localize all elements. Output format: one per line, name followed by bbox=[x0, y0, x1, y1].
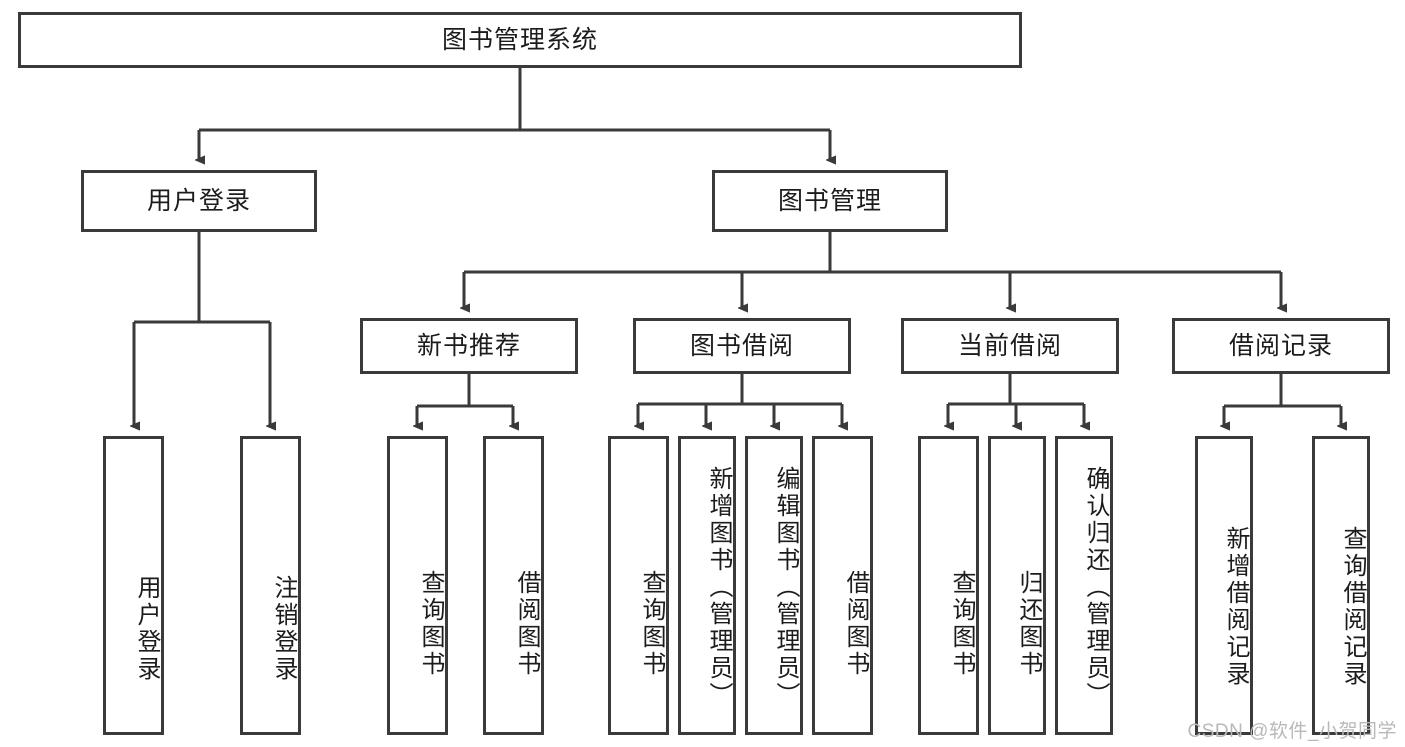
node-label: 归还图书 bbox=[1015, 569, 1042, 678]
leaf-query-borrow-record[interactable]: 查询借阅记录 bbox=[1312, 436, 1370, 735]
node-label: 查询图书 bbox=[948, 569, 975, 678]
leaf-query-book-1[interactable]: 查询图书 bbox=[387, 436, 448, 735]
node-label: 图书管理 bbox=[777, 187, 882, 215]
node-label: 查询图书 bbox=[417, 569, 444, 678]
node-label: 图书借阅 bbox=[689, 332, 794, 360]
node-current-borrow[interactable]: 当前借阅 bbox=[901, 318, 1119, 374]
node-label: 借阅图书 bbox=[513, 569, 540, 678]
leaf-confirm-return-admin[interactable]: 确认归还（管理员） bbox=[1055, 436, 1113, 735]
node-label: 借阅记录 bbox=[1228, 332, 1333, 360]
leaf-borrow-book-1[interactable]: 借阅图书 bbox=[483, 436, 544, 735]
node-label: 查询借阅记录 bbox=[1339, 525, 1366, 688]
node-label: 用户登录 bbox=[133, 574, 160, 683]
leaf-return-book[interactable]: 归还图书 bbox=[988, 436, 1046, 735]
node-book-borrow[interactable]: 图书借阅 bbox=[633, 318, 851, 374]
leaf-add-borrow-record[interactable]: 新增借阅记录 bbox=[1195, 436, 1253, 735]
node-label: 当前借阅 bbox=[957, 332, 1062, 360]
node-label: 用户登录 bbox=[146, 187, 251, 215]
leaf-query-book-3[interactable]: 查询图书 bbox=[918, 436, 979, 735]
node-label: 确认归还（管理员） bbox=[1082, 466, 1109, 709]
leaf-add-book-admin[interactable]: 新增图书（管理员） bbox=[678, 436, 736, 735]
node-label: 图书管理系统 bbox=[441, 26, 598, 54]
leaf-query-book-2[interactable]: 查询图书 bbox=[608, 436, 669, 735]
node-label: 新增图书（管理员） bbox=[705, 466, 732, 709]
node-new-book-recommend[interactable]: 新书推荐 bbox=[360, 318, 578, 374]
node-label: 注销登录 bbox=[270, 574, 297, 683]
node-label: 编辑图书（管理员） bbox=[772, 466, 799, 709]
node-book-manage[interactable]: 图书管理 bbox=[712, 170, 948, 232]
node-borrow-record[interactable]: 借阅记录 bbox=[1172, 318, 1390, 374]
leaf-borrow-book-2[interactable]: 借阅图书 bbox=[812, 436, 873, 735]
node-label: 查询图书 bbox=[638, 569, 665, 678]
leaf-edit-book-admin[interactable]: 编辑图书（管理员） bbox=[745, 436, 803, 735]
node-user-login[interactable]: 用户登录 bbox=[81, 170, 317, 232]
node-label: 新增借阅记录 bbox=[1222, 525, 1249, 688]
node-root-system[interactable]: 图书管理系统 bbox=[18, 12, 1022, 68]
node-label: 借阅图书 bbox=[842, 569, 869, 678]
watermark-text: CSDN @软件_小贺同学 bbox=[1187, 721, 1397, 742]
leaf-logout-login[interactable]: 注销登录 bbox=[240, 436, 301, 735]
node-label: 新书推荐 bbox=[416, 332, 521, 360]
leaf-user-login[interactable]: 用户登录 bbox=[103, 436, 164, 735]
